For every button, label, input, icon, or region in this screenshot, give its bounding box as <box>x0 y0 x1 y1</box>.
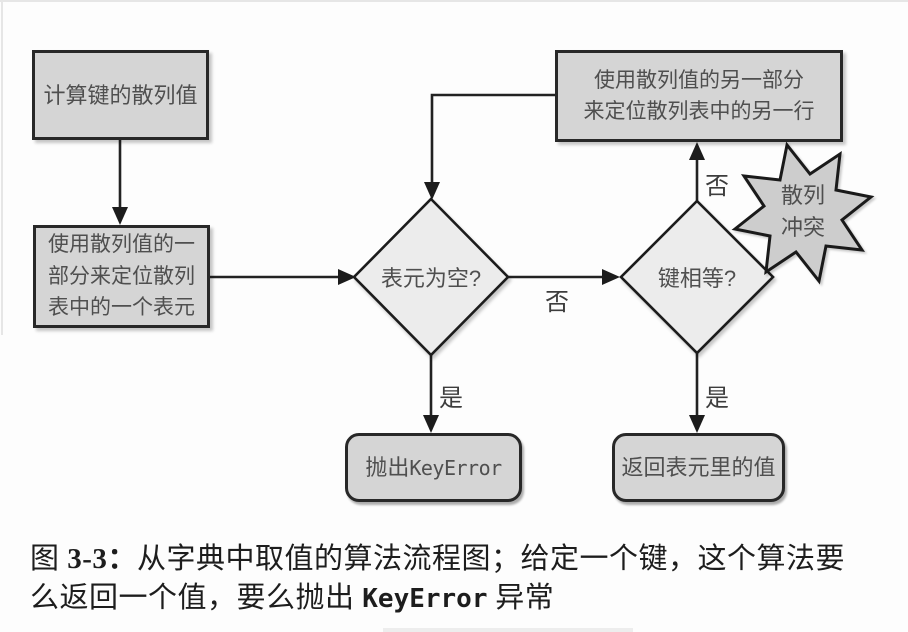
arrowhead-locate-to-empty <box>338 269 356 285</box>
hash-collision-starburst <box>731 141 875 285</box>
edge-label-empty-yes: 是 <box>439 385 463 412</box>
caption-line2: 么返回一个值，要么抛出 KeyError 异常 <box>30 579 896 619</box>
raise-keyerror-code: KeyError <box>409 456 502 480</box>
node-return-value-label: 返回表元里的值 <box>621 455 776 480</box>
caption-figure-number: 3-3： <box>67 543 137 575</box>
node-locate-bucket-line1: 使用散列值的一 <box>48 233 195 257</box>
node-compute-hash: 计算键的散列值 <box>32 50 209 140</box>
arrowhead-equal-no <box>689 142 705 160</box>
node-return-value: 返回表元里的值 <box>612 433 785 502</box>
node-locate-bucket: 使用散列值的一 部分来定位散列 表中的一个表元 <box>33 225 210 328</box>
arrowhead-equal-yes <box>689 415 705 433</box>
node-locate-another-row: 使用散列值的另一部分 来定位散列表中的另一行 <box>555 50 843 142</box>
caption-line1: 图 3-3：从字典中取值的算法流程图；给定一个键，这个算法要 <box>30 540 896 579</box>
caption-line2-pre: 么返回一个值，要么抛出 <box>30 582 363 614</box>
scan-edge-top <box>0 0 908 2</box>
scan-edge-bottom-bar <box>383 628 633 632</box>
caption-line1-text: 从字典中取值的算法流程图；给定一个键，这个算法要 <box>136 543 845 575</box>
arrowhead-empty-yes <box>423 415 439 433</box>
caption-keyword: KeyError <box>362 584 488 614</box>
caption-line2-post: 异常 <box>487 582 555 614</box>
edge-label-empty-no: 否 <box>545 289 569 316</box>
node-locate-another-row-line1: 使用散列值的另一部分 <box>594 68 804 92</box>
raise-keyerror-zh: 抛出 <box>365 455 410 480</box>
decision-bucket-empty <box>352 197 510 357</box>
figure-caption: 图 3-3：从字典中取值的算法流程图；给定一个键，这个算法要 么返回一个值，要么… <box>30 540 896 619</box>
edge-anotherrow-to-empty <box>430 93 556 186</box>
caption-prefix: 图 <box>30 543 68 575</box>
node-compute-hash-label: 计算键的散列值 <box>43 82 198 108</box>
node-locate-bucket-line3: 表中的一个表元 <box>48 296 195 320</box>
arrowhead-anotherrow-to-empty <box>424 182 440 200</box>
node-raise-keyerror: 抛出KeyError <box>345 433 522 502</box>
arrowhead-empty-no <box>602 269 620 285</box>
node-locate-another-row-line2: 来定位散列表中的另一行 <box>583 100 815 123</box>
scan-edge-left <box>1 0 3 335</box>
edge-label-equal-no: 否 <box>705 173 729 200</box>
edge-label-equal-yes: 是 <box>705 385 729 412</box>
arrowhead-compute-to-locate <box>112 207 128 225</box>
node-locate-bucket-line2: 部分来定位散列 <box>48 264 195 288</box>
decision-keys-equal <box>619 199 775 355</box>
